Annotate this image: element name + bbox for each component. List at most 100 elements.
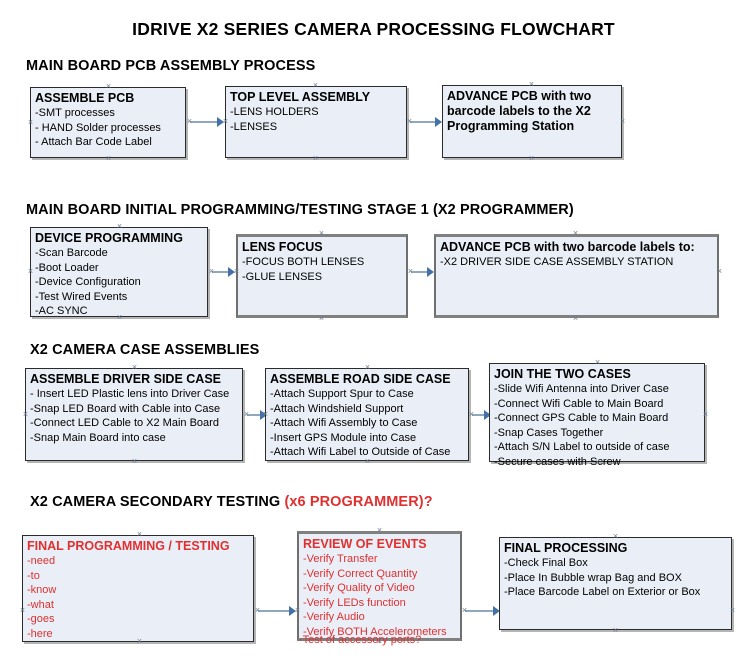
handle-mark[interactable] <box>233 268 240 275</box>
page-title: IDRIVE X2 SERIES CAMERA PROCESSING FLOWC… <box>132 19 615 39</box>
handle-mark[interactable] <box>619 118 626 125</box>
handle-mark[interactable] <box>116 314 123 321</box>
connector-arrow <box>247 414 262 416</box>
handle-mark[interactable] <box>222 118 229 125</box>
box-line: -Insert GPS Module into Case <box>270 431 417 444</box>
handle-mark[interactable] <box>186 118 193 125</box>
handle-mark[interactable] <box>27 119 34 126</box>
box-line: -LENS HOLDERS <box>230 106 319 118</box>
connector-arrowhead <box>435 117 442 127</box>
box-line: -SMT processes <box>35 107 115 119</box>
box-top-level-assembly[interactable]: TOP LEVEL ASSEMBLY -LENS HOLDERS -LENSES <box>225 86 407 158</box>
handle-mark[interactable] <box>528 81 535 88</box>
handle-mark[interactable] <box>716 268 723 275</box>
handle-mark[interactable] <box>572 315 579 322</box>
box-line: -Attach S/N Label to outside of case <box>494 441 670 453</box>
handle-mark[interactable] <box>594 459 601 466</box>
box-title: ASSEMBLE ROAD SIDE CASE <box>270 372 451 386</box>
section-heading-2-text: MAIN BOARD INITIAL PROGRAMMING/TESTING S… <box>26 202 574 218</box>
box-title: ADVANCE PCB with two barcode labels to: <box>440 240 695 254</box>
box-line: -to <box>27 569 40 582</box>
box-assemble-pcb[interactable]: ASSEMBLE PCB -SMT processes - HAND Solde… <box>30 87 186 158</box>
handle-mark[interactable] <box>262 411 269 418</box>
box-title: FINAL PROCESSING <box>504 541 628 555</box>
box-line: -Verify BOTH Accelerometers <box>303 625 447 638</box>
connector-arrow <box>258 610 291 612</box>
handle-mark[interactable] <box>131 458 138 465</box>
handle-mark[interactable] <box>131 364 138 371</box>
box-line: -Connect LED Cable to X2 Main Board <box>30 417 219 429</box>
handle-mark[interactable] <box>136 638 143 645</box>
box-line: -Device Configuration <box>35 276 141 288</box>
handle-mark[interactable] <box>406 118 413 125</box>
connector-arrowhead <box>493 606 500 616</box>
box-title: FINAL PROGRAMMING / TESTING <box>27 539 230 553</box>
handle-mark[interactable] <box>105 83 112 90</box>
handle-mark[interactable] <box>376 527 383 534</box>
box-assemble-driver-side-case[interactable]: ASSEMBLE DRIVER SIDE CASE - Insert LED P… <box>25 368 243 461</box>
handle-mark[interactable] <box>572 230 579 237</box>
connector-arrow <box>410 121 437 123</box>
handle-mark[interactable] <box>294 607 301 614</box>
connector-arrow <box>190 121 219 123</box>
handle-mark[interactable] <box>729 607 736 614</box>
box-line: -here <box>27 627 53 640</box>
box-title: JOIN THE TWO CASES <box>494 367 631 381</box>
box-review-of-events[interactable]: REVIEW OF EVENTS -Verify Transfer -Verif… <box>297 531 462 641</box>
handle-mark[interactable] <box>461 607 468 614</box>
connector-arrowhead <box>484 410 491 420</box>
handle-mark[interactable] <box>105 155 112 162</box>
handle-mark[interactable] <box>407 268 414 275</box>
handle-mark[interactable] <box>468 411 475 418</box>
handle-mark[interactable] <box>364 364 371 371</box>
box-device-programming[interactable]: DEVICE PROGRAMMING -Scan Barcode -Boot L… <box>30 227 208 317</box>
box-assemble-road-side-case[interactable]: ASSEMBLE ROAD SIDE CASE -Attach Support … <box>265 368 469 461</box>
box-line: - HAND Solder processes <box>35 121 161 134</box>
box-lens-focus[interactable]: LENS FOCUS -FOCUS BOTH LENSES -GLUE LENS… <box>236 234 408 318</box>
handle-mark[interactable] <box>364 458 371 465</box>
handle-mark[interactable] <box>22 411 29 418</box>
handle-mark[interactable] <box>27 268 34 275</box>
section-heading-4: X2 CAMERA SECONDARY TESTING (x6 PROGRAMM… <box>30 494 433 510</box>
handle-mark[interactable] <box>116 223 123 230</box>
section-heading-2: MAIN BOARD INITIAL PROGRAMMING/TESTING S… <box>26 202 574 218</box>
box-final-processing[interactable]: FINAL PROCESSING -Check Final Box -Place… <box>499 537 732 630</box>
handle-mark[interactable] <box>528 155 535 162</box>
handle-mark[interactable] <box>376 638 383 645</box>
box-title: ASSEMBLE PCB <box>35 91 135 105</box>
handle-mark[interactable] <box>318 230 325 237</box>
box-line: -Verify Quality of Video <box>303 582 415 594</box>
box-line: -X2 DRIVER SIDE CASE ASSEMBLY STATION <box>440 256 674 268</box>
box-line: -know <box>27 584 57 596</box>
box-line: -Slide Wifi Antenna into Driver Case <box>494 383 669 395</box>
handle-mark[interactable] <box>612 533 619 540</box>
handle-mark[interactable] <box>136 531 143 538</box>
box-line: -Attach Support Spur to Case <box>270 388 414 400</box>
connector-arrow <box>465 610 495 612</box>
handle-mark[interactable] <box>208 268 215 275</box>
handle-mark[interactable] <box>318 315 325 322</box>
handle-mark[interactable] <box>243 411 250 418</box>
box-final-programming-testing[interactable]: FINAL PROGRAMMING / TESTING -need -to -k… <box>22 535 254 642</box>
handle-mark[interactable] <box>312 82 319 89</box>
box-line: -Secure cases with Screw <box>494 455 621 468</box>
handle-mark[interactable] <box>19 607 26 614</box>
handle-mark[interactable] <box>702 411 709 418</box>
box-line: -Attach Wifi Assembly to Case <box>270 417 418 429</box>
box-title: TOP LEVEL ASSEMBLY <box>230 90 371 104</box>
handle-mark[interactable] <box>312 155 319 162</box>
box-line: -Boot Loader <box>35 261 99 274</box>
box-title: REVIEW OF EVENTS <box>303 537 427 551</box>
connector-arrowhead <box>217 117 224 127</box>
box-line: -goes <box>27 613 55 625</box>
handle-mark[interactable] <box>612 627 619 634</box>
connector-arrowhead <box>289 606 296 616</box>
handle-mark[interactable] <box>594 359 601 366</box>
box-advance-pcb-driver-side-case[interactable]: ADVANCE PCB with two barcode labels to: … <box>434 234 719 318</box>
box-advance-pcb-programming-station[interactable]: ADVANCE PCB with two barcode labels to t… <box>442 85 622 158</box>
box-line: -Test Wired Events <box>35 290 128 303</box>
handle-mark[interactable] <box>254 607 261 614</box>
box-line: -Connect GPS Cable to Main Board <box>494 412 669 424</box>
box-join-the-two-cases[interactable]: JOIN THE TWO CASES -Slide Wifi Antenna i… <box>489 363 705 468</box>
